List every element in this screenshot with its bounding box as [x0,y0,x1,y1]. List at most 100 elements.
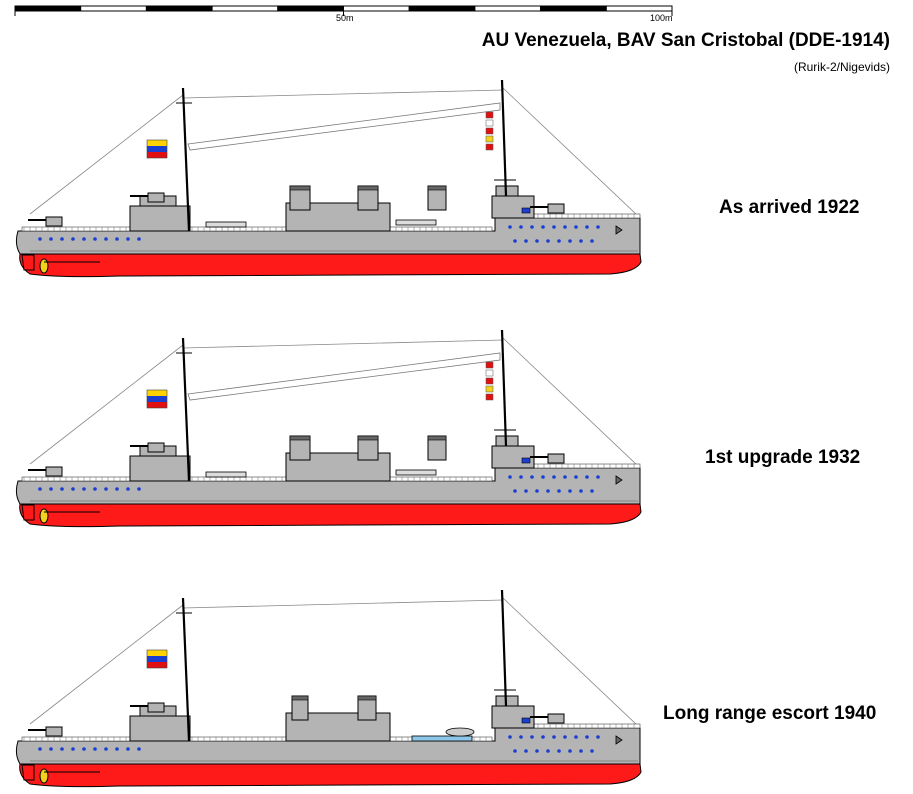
flag-stripe-blue [147,656,167,662]
flag-border [146,389,168,409]
rudder [21,764,35,781]
porthole [557,749,561,753]
bridge-top [495,695,519,707]
porthole [585,475,589,479]
gun-mount [45,466,63,477]
torpedo-tube [205,221,247,228]
gun-mount [147,192,165,203]
forestay [29,604,184,725]
porthole [126,747,130,751]
main-mast [181,597,191,742]
porthole [546,749,550,753]
motor-boat [411,735,473,742]
porthole [557,239,561,243]
porthole [541,735,545,739]
bridge-window [521,457,531,464]
gun-mount [547,203,565,214]
porthole [519,475,523,479]
porthole [524,749,528,753]
fore-mast [500,329,508,447]
porthole [126,487,130,491]
aft-deckhouse [129,205,191,232]
hull-lower-red [19,763,642,788]
porthole [535,489,539,493]
signal-flag [485,119,494,127]
signal-flag [485,377,494,385]
torpedo-tube [395,469,437,476]
porthole [137,487,141,491]
porthole [93,747,97,751]
gun-mount [147,702,165,713]
porthole [530,735,534,739]
porthole [49,237,53,241]
aerial-boom [187,352,501,401]
porthole [126,237,130,241]
porthole [82,487,86,491]
porthole [93,487,97,491]
porthole [508,475,512,479]
porthole [579,239,583,243]
porthole [104,487,108,491]
torpedo-tube [395,219,437,226]
porthole [541,225,545,229]
ship-group [15,329,642,528]
porthole [590,489,594,493]
porthole [530,225,534,229]
porthole [574,225,578,229]
anchor-icon [615,225,623,235]
anchor-icon [615,475,623,485]
antenna-wire [182,599,504,609]
porthole [535,749,539,753]
porthole [585,225,589,229]
backstay [502,597,639,727]
gun-mount [147,442,165,453]
porthole [82,747,86,751]
flag-stripe-red [147,402,167,408]
porthole [49,487,53,491]
flag-stripe-yellow [147,390,167,396]
porthole [115,237,119,241]
signal-flag [485,369,494,377]
bridge [491,705,535,729]
porthole [104,237,108,241]
deck-rail [21,476,493,482]
porthole [541,475,545,479]
porthole [38,237,42,241]
hull-lower-red [19,253,642,278]
forestay [29,344,184,465]
porthole [71,747,75,751]
bridge-top [495,435,519,447]
porthole [596,735,600,739]
signal-flag [485,385,494,393]
flag-stripe-yellow [147,140,167,146]
porthole [115,487,119,491]
flag-border [146,139,168,159]
porthole [568,239,572,243]
porthole [563,225,567,229]
flag-stripe-red [147,152,167,158]
gun-mount [45,216,63,227]
porthole [552,225,556,229]
ship-group [15,79,642,278]
porthole [585,735,589,739]
porthole [574,735,578,739]
signal-flag [485,135,494,143]
launch [445,727,475,737]
aerial-boom [187,102,501,151]
porthole [535,239,539,243]
porthole [49,747,53,751]
caption-long-range-escort-1940: Long range escort 1940 [663,703,877,724]
porthole [137,237,141,241]
porthole [530,475,534,479]
porthole [71,487,75,491]
caption-1st-upgrade-1932: 1st upgrade 1932 [705,447,861,468]
signal-flag [485,143,494,151]
porthole [513,489,517,493]
scale-label-100m: 100m [650,13,673,23]
porthole [590,749,594,753]
funnel-cap [357,435,379,441]
funnel-cap [289,185,311,191]
propeller [39,768,49,784]
